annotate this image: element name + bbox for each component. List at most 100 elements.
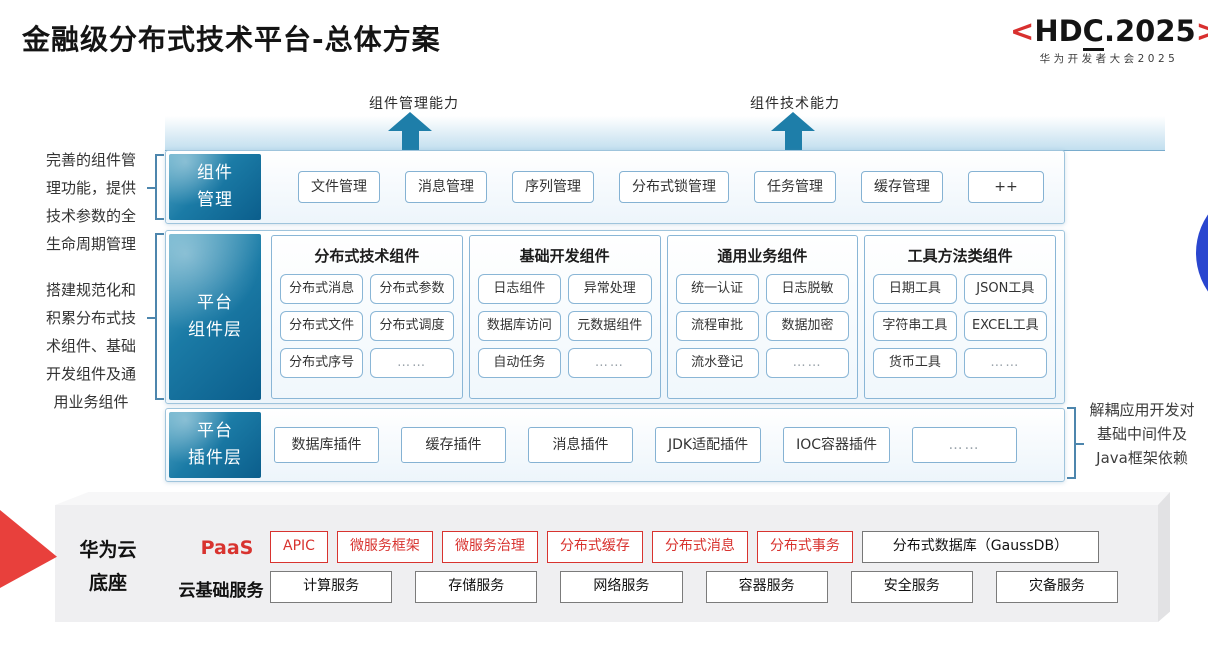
layer-platform-components: 平台 组件层 分布式技术组件 分布式消息分布式参数分布式文件分布式调度分布式序号… xyxy=(165,230,1065,404)
slide-title: 金融级分布式技术平台-总体方案 xyxy=(22,23,441,56)
paas-item: 分布式消息 xyxy=(651,531,748,563)
plugin-item: 消息插件 xyxy=(528,427,633,463)
column-items: 统一认证日志脱敏流程审批数据加密流水登记…… xyxy=(675,274,850,378)
huawei-cloud-base-label: 华为云 底座 xyxy=(79,539,137,594)
component-item: …… xyxy=(370,348,454,378)
component-item: 分布式消息 xyxy=(280,274,364,304)
column-header: 通用业务组件 xyxy=(717,247,808,265)
plugin-item: IOC容器插件 xyxy=(783,427,891,463)
component-item: 分布式文件 xyxy=(280,311,364,341)
management-item: ++ xyxy=(968,171,1044,203)
note-component-building: 搭建规范化和 积累分布式技 术组件、基础 开发组件及通 用业务组件 xyxy=(45,281,136,411)
column-distributed-tech: 分布式技术组件 分布式消息分布式参数分布式文件分布式调度分布式序号…… xyxy=(271,235,463,399)
arrow-up-icon xyxy=(388,112,432,150)
management-item: 任务管理 xyxy=(754,171,836,203)
arrow-head xyxy=(388,112,432,131)
logo-left-bracket-icon: < xyxy=(1010,14,1035,48)
cloud-base-panel xyxy=(55,505,1158,622)
cloud-service-item: 容器服务 xyxy=(705,571,828,603)
cloud-service-item: 计算服务 xyxy=(270,571,393,603)
component-item: JSON工具 xyxy=(963,274,1047,304)
logo-text-pre: HD xyxy=(1034,14,1083,48)
cloud-panel-right-face xyxy=(1158,492,1170,622)
component-item: 异常处理 xyxy=(568,274,652,304)
component-item: 日期工具 xyxy=(873,274,957,304)
arrow-head xyxy=(771,112,815,131)
layer-label-platform-plugins: 平台 插件层 xyxy=(169,412,261,478)
component-item: 数据加密 xyxy=(765,311,850,341)
cloud-service-item: 网络服务 xyxy=(560,571,683,603)
layer-component-management: 组件 管理 文件管理消息管理序列管理分布式锁管理任务管理缓存管理 ++ xyxy=(165,150,1065,224)
plugin-item: …… xyxy=(912,427,1018,463)
component-item: 日志脱敏 xyxy=(765,274,850,304)
plugin-item: JDK适配插件 xyxy=(655,427,762,463)
column-items: 分布式消息分布式参数分布式文件分布式调度分布式序号…… xyxy=(280,274,454,378)
cloud-service-item: 存储服务 xyxy=(415,571,538,603)
plugin-items: 数据库插件缓存插件消息插件 JDK适配插件 IOC容器插件 …… xyxy=(274,409,1056,481)
capability-label-management: 组件管理能力 xyxy=(369,96,459,112)
paas-item: 分布式缓存 xyxy=(546,531,643,563)
hdc-logo-wordmark: <HDC.2025> xyxy=(1010,14,1208,51)
paas-item: 微服务治理 xyxy=(441,531,538,563)
management-item: 序列管理 xyxy=(512,171,594,203)
paas-item: APIC xyxy=(270,531,328,563)
paas-label: PaaS xyxy=(200,537,254,559)
management-item: 分布式锁管理 xyxy=(619,171,729,203)
component-item: 数据库访问 xyxy=(477,311,562,341)
note-decoupling: 解耦应用开发对 基础中间件及 Java框架依赖 xyxy=(1089,401,1195,467)
plugin-item: 数据库插件 xyxy=(274,427,379,463)
gaussdb-item: 分布式数据库（GaussDB） xyxy=(861,531,1099,563)
component-item: EXCEL工具 xyxy=(963,311,1047,341)
bracket-left-row1 xyxy=(147,154,164,220)
component-item: 日志组件 xyxy=(477,274,562,304)
column-basic-dev: 基础开发组件 日志组件异常处理数据库访问元数据组件自动任务…… xyxy=(468,235,661,399)
cloud-panel-top-face xyxy=(55,492,1170,505)
component-item: 统一认证 xyxy=(675,274,759,304)
hdc-logo: <HDC.2025> 华为开发者大会2025 xyxy=(1010,14,1208,66)
plugin-item: 缓存插件 xyxy=(401,427,506,463)
component-item: 货币工具 xyxy=(873,348,957,378)
component-columns: 分布式技术组件 分布式消息分布式参数分布式文件分布式调度分布式序号…… 基础开发… xyxy=(271,235,1056,399)
decor-circle xyxy=(1196,185,1208,321)
arrow-up-icon xyxy=(771,112,815,150)
layer-label-platform-components: 平台 组件层 xyxy=(169,234,261,400)
management-item: 缓存管理 xyxy=(861,171,943,203)
column-items: 日志组件异常处理数据库访问元数据组件自动任务…… xyxy=(477,274,652,378)
management-item: 消息管理 xyxy=(405,171,487,203)
component-item: 分布式序号 xyxy=(280,348,364,378)
component-item: 分布式调度 xyxy=(370,311,454,341)
logo-text-post: .2025 xyxy=(1103,14,1196,48)
component-item: 自动任务 xyxy=(477,348,562,378)
component-item: 流水登记 xyxy=(675,348,759,378)
arrow-stem xyxy=(784,131,802,150)
top-gradient-band xyxy=(165,116,1165,151)
component-item: …… xyxy=(568,348,652,378)
cloud-service-item: 灾备服务 xyxy=(995,571,1119,603)
management-item: 文件管理 xyxy=(298,171,380,203)
component-item: 字符串工具 xyxy=(873,311,957,341)
note-component-management: 完善的组件管 理功能，提供 技术参数的全 生命周期管理 xyxy=(45,151,136,253)
logo-right-bracket-icon: > xyxy=(1195,14,1208,48)
cloud-base-services-label: 云基础服务 xyxy=(178,581,264,601)
paas-item: 微服务框架 xyxy=(336,531,433,563)
arrow-stem xyxy=(401,131,419,150)
component-item: …… xyxy=(765,348,850,378)
column-common-business: 通用业务组件 统一认证日志脱敏流程审批数据加密流水登记…… xyxy=(666,235,859,399)
component-item: 分布式参数 xyxy=(370,274,454,304)
layer-label-component-management: 组件 管理 xyxy=(169,154,261,220)
component-item: 元数据组件 xyxy=(568,311,652,341)
cloud-service-item: 安全服务 xyxy=(850,571,973,603)
logo-subtitle: 华为开发者大会2025 xyxy=(1039,53,1179,65)
red-arrow-icon xyxy=(0,510,57,588)
paas-item: 分布式事务 xyxy=(756,531,853,563)
logo-text-c: C xyxy=(1082,14,1104,51)
column-header: 工具方法类组件 xyxy=(907,247,1013,265)
bracket-right-row3 xyxy=(1067,407,1084,479)
management-items: 文件管理消息管理序列管理分布式锁管理任务管理缓存管理 ++ xyxy=(298,151,1056,223)
layer-platform-plugins: 平台 插件层 数据库插件缓存插件消息插件 JDK适配插件 IOC容器插件 …… xyxy=(165,408,1065,482)
bracket-left-row2 xyxy=(147,233,164,400)
cloud-service-items: 计算服务存储服务网络服务容器服务安全服务灾备服务 xyxy=(270,571,1119,603)
